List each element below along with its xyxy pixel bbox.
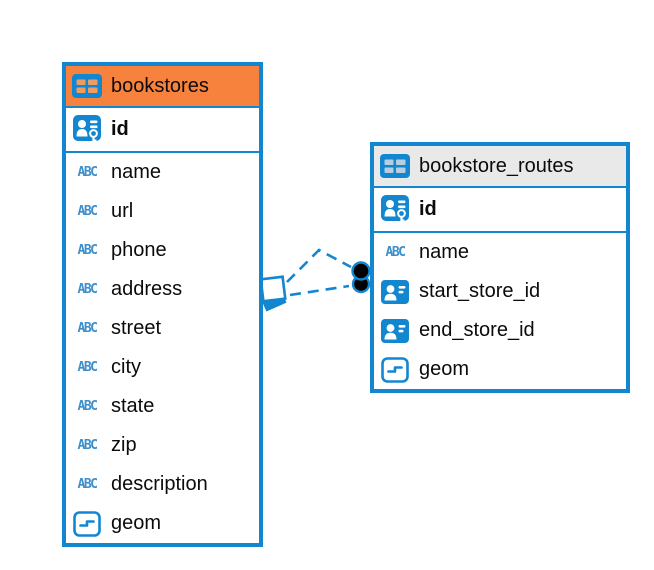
table-node-bookstore-routes[interactable]: bookstore_routes id ABC name start_store… (370, 142, 630, 393)
primary-key-icon (380, 195, 410, 225)
column-row: ABC address (66, 270, 259, 309)
column-name: geom (111, 512, 162, 534)
column-row: ABC url (66, 192, 259, 231)
column-row: ABC name (374, 233, 626, 272)
varchar-type-icon: ABC (77, 243, 98, 258)
column-name: street (111, 317, 162, 339)
geometry-type-icon (72, 511, 102, 537)
column-row: ABC state (66, 387, 259, 426)
column-name: address (111, 278, 183, 300)
column-row: ABC name (66, 153, 259, 192)
column-name: start_store_id (419, 280, 541, 302)
column-name: description (111, 473, 208, 495)
varchar-type-icon: ABC (77, 360, 98, 375)
column-list: ABC name ABC url ABC phone ABC address A… (66, 153, 259, 543)
column-name: geom (419, 358, 470, 380)
column-name: city (111, 356, 141, 378)
foreign-key-type-icon (380, 280, 410, 304)
column-row: geom (374, 350, 626, 389)
relation-line-lower (289, 284, 350, 297)
varchar-type-icon: ABC (77, 165, 98, 180)
one-end-marker[interactable] (351, 261, 371, 294)
column-name: name (419, 241, 470, 263)
column-name: id (111, 118, 129, 140)
column-list: ABC name start_store_id end_store_id ge (374, 233, 626, 389)
column-name: phone (111, 239, 167, 261)
column-name: url (111, 200, 134, 222)
column-name: end_store_id (419, 319, 535, 341)
relation-lines[interactable] (286, 248, 352, 297)
column-name: zip (111, 434, 137, 456)
table-title: bookstores (111, 74, 209, 97)
geometry-type-icon (380, 357, 410, 383)
varchar-type-icon: ABC (385, 245, 406, 260)
column-row: ABC city (66, 348, 259, 387)
varchar-type-icon: ABC (77, 282, 98, 297)
column-row: ABC description (66, 465, 259, 504)
primary-key-row: id (374, 188, 626, 233)
column-row: geom (66, 504, 259, 543)
primary-key-icon (72, 115, 102, 145)
varchar-type-icon: ABC (77, 321, 98, 336)
varchar-type-icon: ABC (77, 399, 98, 414)
column-row: ABC phone (66, 231, 259, 270)
column-row: start_store_id (374, 272, 626, 311)
table-icon (72, 74, 102, 98)
varchar-type-icon: ABC (77, 477, 98, 492)
relation-line-upper (286, 248, 352, 283)
table-header-bookstore-routes[interactable]: bookstore_routes (374, 146, 626, 188)
column-row: ABC street (66, 309, 259, 348)
column-name: id (419, 198, 437, 220)
column-row: end_store_id (374, 311, 626, 350)
column-row: ABC zip (66, 426, 259, 465)
table-header-bookstores[interactable]: bookstores (66, 66, 259, 108)
table-title: bookstore_routes (419, 154, 574, 177)
table-icon (380, 154, 410, 178)
varchar-type-icon: ABC (77, 438, 98, 453)
varchar-type-icon: ABC (77, 204, 98, 219)
table-node-bookstores[interactable]: bookstores id ABC name ABC url ABC phone… (62, 62, 263, 547)
column-name: state (111, 395, 155, 417)
column-name: name (111, 161, 162, 183)
primary-key-row: id (66, 108, 259, 153)
foreign-key-type-icon (380, 319, 410, 343)
